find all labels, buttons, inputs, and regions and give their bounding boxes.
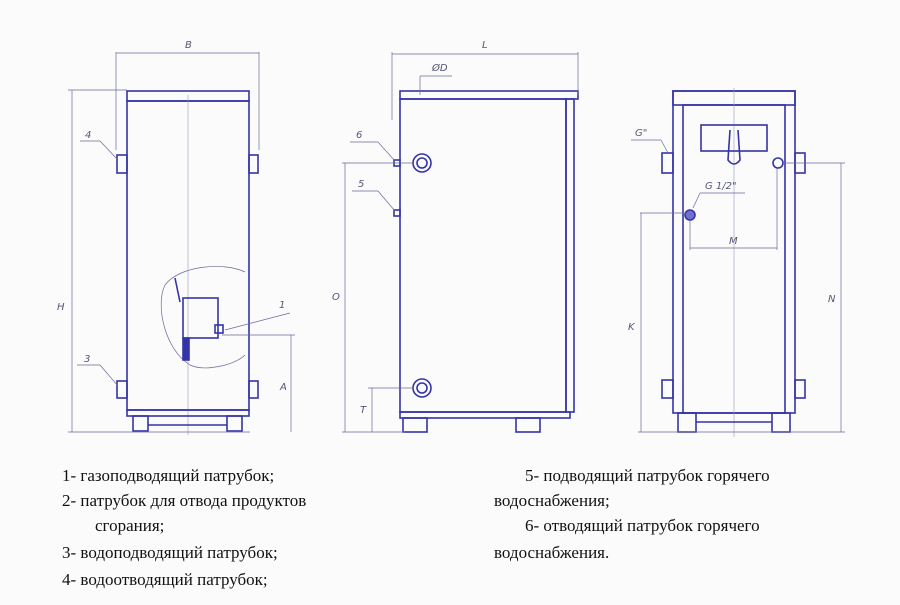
- legend-item-5: 5- подводящий патрубок горячего: [525, 466, 770, 485]
- dim-D: ØD: [431, 62, 448, 74]
- side-view: L ØD O T 6 5: [332, 40, 579, 433]
- legend-item-3: 3- водоподводящий патрубок;: [62, 543, 278, 562]
- callout-4: 4: [85, 130, 91, 141]
- legend-item-2: 2- патрубок для отвода продуктов: [62, 491, 307, 510]
- rear-view: K N M G" G 1/2": [628, 88, 845, 437]
- legend-item-2-cont: сгорания;: [95, 516, 165, 535]
- callout-1: 1: [279, 300, 285, 311]
- legend-item-4: 4- водоотводящий патрубок;: [62, 570, 268, 589]
- callout-6: 6: [356, 130, 362, 141]
- callout-3: 3: [84, 354, 90, 365]
- callout-5: 5: [358, 179, 364, 190]
- dim-O: O: [332, 292, 340, 303]
- dim-G-half: G 1/2": [705, 181, 737, 192]
- legend-item-6: 6- отводящий патрубок горячего: [525, 516, 760, 535]
- dim-T: T: [360, 405, 367, 416]
- legend-item-6-cont: водоснабжения.: [494, 543, 610, 562]
- front-view: B H A 4 3 1: [57, 40, 295, 435]
- dim-G: G": [635, 128, 647, 139]
- dim-K: K: [628, 322, 636, 333]
- dim-H: H: [57, 302, 65, 313]
- dim-M: M: [729, 236, 738, 247]
- dim-N: N: [828, 294, 836, 305]
- dim-B: B: [185, 40, 192, 51]
- dim-A: A: [279, 382, 287, 393]
- dim-L: L: [482, 40, 488, 51]
- legend-item-1: 1- газоподводящий патрубок;: [62, 466, 275, 485]
- legend-item-5-cont: водоснабжения;: [494, 491, 610, 510]
